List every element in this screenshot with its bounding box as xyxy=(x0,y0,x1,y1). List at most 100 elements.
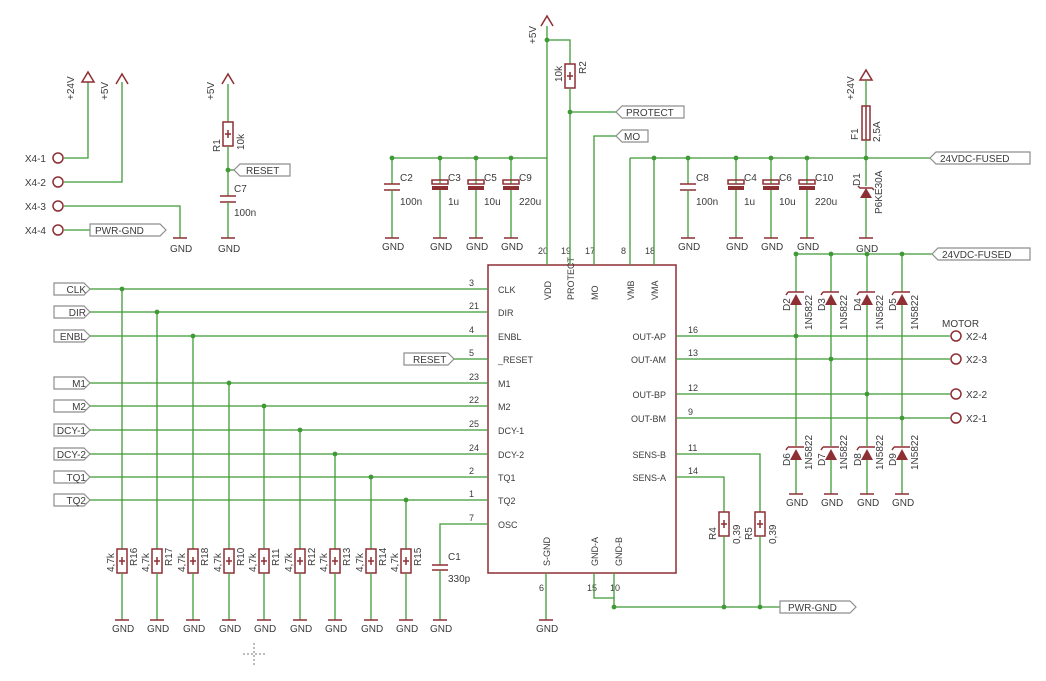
ground-symbol: GND xyxy=(396,619,418,635)
ic-pin-label: DCY-1 xyxy=(498,426,524,436)
c1-value: 330p xyxy=(448,574,471,585)
cap-value: 10u xyxy=(484,197,501,208)
diode-value: 1N5822 xyxy=(839,295,850,330)
gnd-label: GND xyxy=(797,242,819,253)
gnd-label: GND xyxy=(678,242,700,253)
ground-symbol: GND xyxy=(219,619,241,635)
cap-value: 1u xyxy=(744,197,755,208)
ic-pin-label: PROTECT xyxy=(566,256,576,300)
sense-resistor-marker xyxy=(721,520,727,528)
plus5v-label: +5V xyxy=(100,82,111,100)
pulldown-marker xyxy=(261,557,267,565)
plus24v-label: +24V xyxy=(66,76,77,100)
pulldown-name: R14 xyxy=(378,547,389,566)
ic-pin-label-sgnd: S-GND xyxy=(542,537,552,567)
pulldown-value: 4,7k xyxy=(319,552,330,572)
pulldown-marker xyxy=(190,557,196,565)
cap-name: C10 xyxy=(815,173,834,184)
pulldown-name: R18 xyxy=(200,547,211,566)
mo-flag-label: MO xyxy=(624,132,640,143)
input-flag xyxy=(53,493,91,507)
ground-symbol: GND xyxy=(797,237,819,253)
x4-pin-label: X4-2 xyxy=(25,178,47,189)
ic-pin-label-gndb: GND-B xyxy=(614,537,624,566)
terminal-icon xyxy=(950,412,962,424)
pulldown-value: 4,7k xyxy=(390,552,401,572)
pwr-gnd-bus xyxy=(613,598,780,608)
diode-bar xyxy=(856,291,875,296)
connector-x4: X4-1X4-2X4-3X4-4 xyxy=(25,152,64,237)
diode-name: D9 xyxy=(888,453,899,466)
tvs-symbol xyxy=(860,188,872,198)
cap-value: 1u xyxy=(448,197,459,208)
cap-value: 220u xyxy=(519,197,541,208)
electrolytic-cap-symbol xyxy=(431,179,449,185)
ground-symbol: GND xyxy=(536,619,558,635)
ic-pin-number: 5 xyxy=(469,348,474,358)
diode-value: 1N5822 xyxy=(804,295,815,330)
ic-pin-label: DCY-2 xyxy=(498,450,524,460)
pulldown-name: R11 xyxy=(271,548,282,566)
diode-name: D3 xyxy=(817,298,828,311)
input-flag-label: DCY-2 xyxy=(57,450,87,461)
diode-bar xyxy=(856,446,875,451)
junction xyxy=(225,167,231,173)
gnd-label: GND xyxy=(254,624,276,635)
diode-symbol xyxy=(790,294,802,305)
ic-pin-number: 17 xyxy=(585,246,595,256)
junction xyxy=(863,155,869,161)
junction xyxy=(651,155,657,161)
ic-pin-number: 12 xyxy=(688,383,698,393)
junction xyxy=(793,333,799,339)
electrolytic-cap-symbol xyxy=(727,179,745,185)
x4-3-wire xyxy=(64,205,181,238)
gnd-label: GND xyxy=(761,242,783,253)
ic-pin-number: 18 xyxy=(645,246,655,256)
ic-pin-label: TQ2 xyxy=(498,496,516,506)
cap-value: 100n xyxy=(696,197,718,208)
vdd-5v-arrow-icon xyxy=(540,14,554,27)
ic-pin-number: 8 xyxy=(621,246,626,256)
junction xyxy=(864,391,870,397)
plus24v-arrow-icon xyxy=(80,70,96,83)
ic-left-pins: CLK3DIR21ENBL4_RESET5M123M222DCY-125DCY-… xyxy=(469,278,534,530)
ic-pin-label: SENS-A xyxy=(632,473,666,483)
input-flag-label: M2 xyxy=(72,402,86,413)
electrolytic-cap-symbol xyxy=(467,179,485,185)
terminal-icon xyxy=(52,176,64,188)
cap-value: 10u xyxy=(779,197,796,208)
terminal-icon xyxy=(950,388,962,400)
r1-marker xyxy=(225,130,231,138)
electrolytic-cap-symbol xyxy=(502,179,520,185)
mo-flag xyxy=(615,129,649,143)
reset-5v-label: +5V xyxy=(206,82,217,100)
ic-pin-number: 11 xyxy=(688,443,697,453)
vdd-5v-label: +5V xyxy=(528,26,539,44)
ic-pin-label: OUT-BP xyxy=(632,390,666,400)
sense-name: R4 xyxy=(708,527,719,540)
pulldown-value: 4,7k xyxy=(248,552,259,572)
ground-symbol: GND xyxy=(430,619,452,635)
electrolytic-cap-symbol xyxy=(762,179,780,185)
electrolytic-cap-symbol xyxy=(798,179,816,185)
tvs-bar xyxy=(857,185,875,191)
input-flag-reset xyxy=(403,352,455,366)
ic-pin-label: ENBL xyxy=(498,332,522,342)
ic-pin-label: TQ1 xyxy=(498,473,516,483)
ground-symbol: GND xyxy=(183,619,205,635)
pulldown-marker xyxy=(154,557,160,565)
gnd-label: GND xyxy=(183,624,205,635)
diode-name: D4 xyxy=(853,298,864,311)
pulldown-name: R15 xyxy=(413,547,424,566)
diode-name: D5 xyxy=(888,298,899,311)
ic-pin-label: VMA xyxy=(650,280,660,300)
pulldown-marker xyxy=(368,557,374,565)
ic-pin-label: VDD xyxy=(543,280,553,300)
sense-value: 0,39 xyxy=(768,524,779,544)
motor-label: MOTOR xyxy=(942,319,979,330)
diode-bar xyxy=(891,446,910,451)
